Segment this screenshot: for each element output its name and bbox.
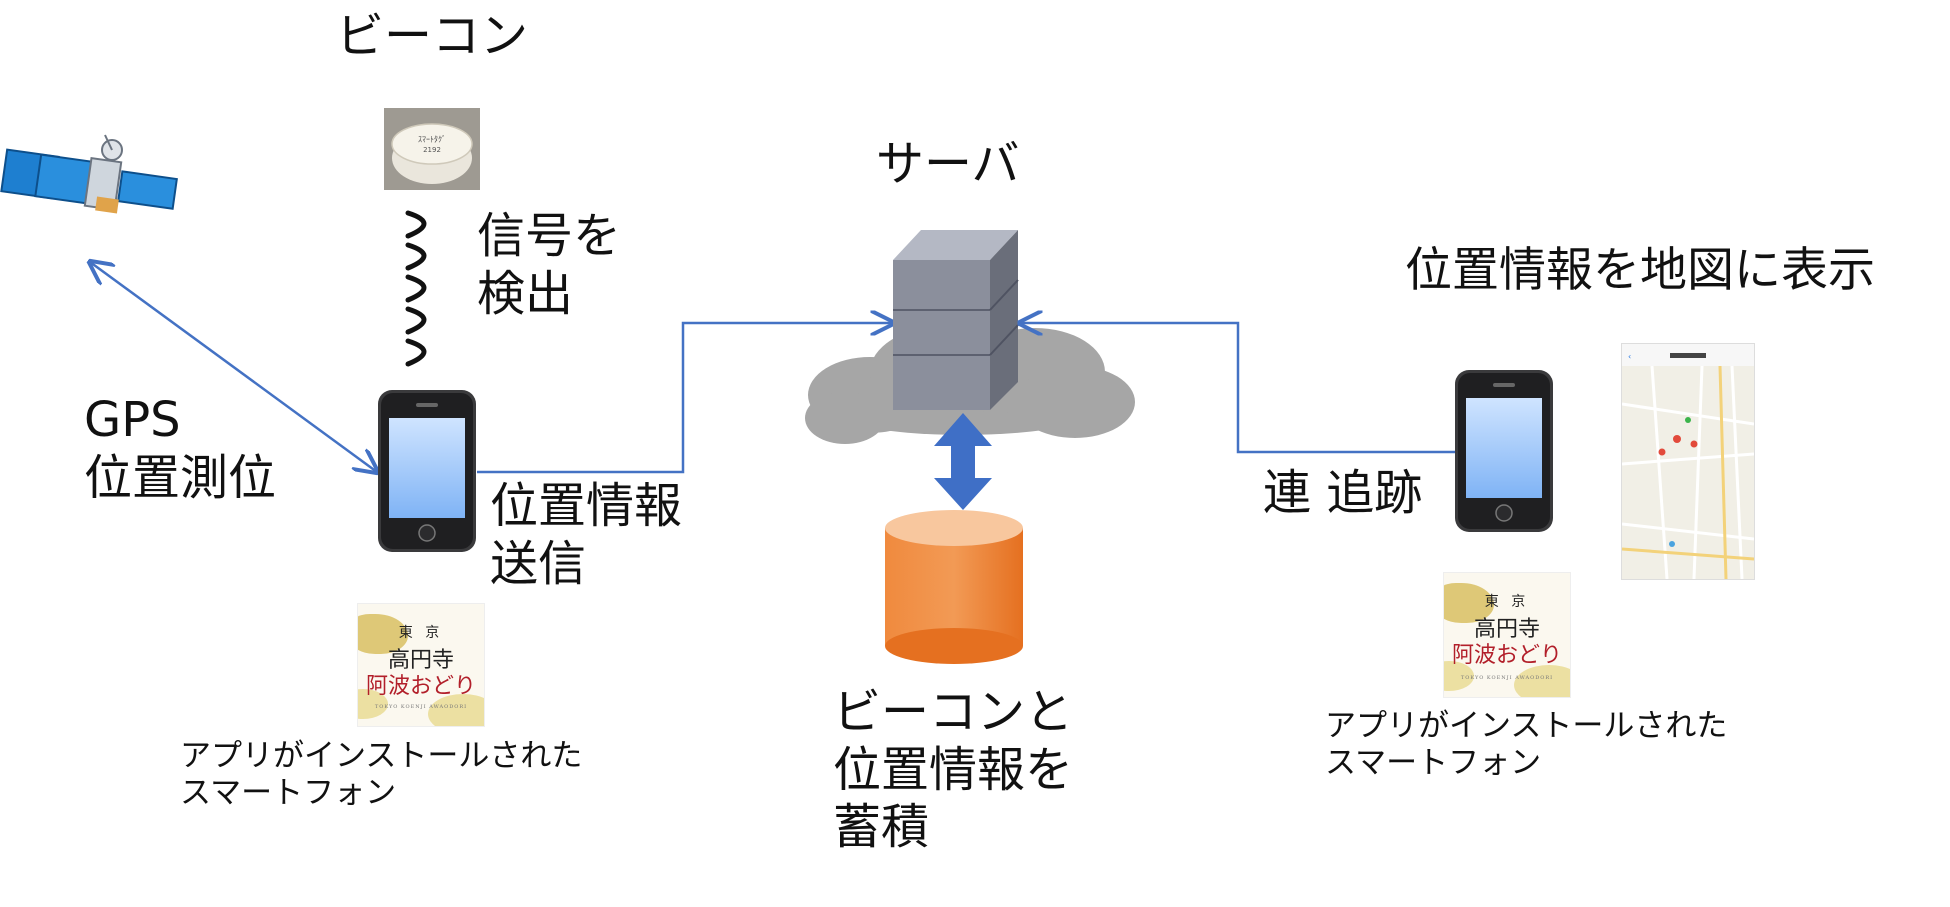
map-icon: ‹ (1622, 344, 1754, 579)
tracking-label: 連 追跡 (1263, 465, 1423, 521)
map-display-title: 位置情報を地図に表示 (1405, 243, 1875, 298)
signal-waves-icon (405, 210, 427, 367)
svg-text:ｽﾏｰﾄﾀｸﾞ: ｽﾏｰﾄﾀｸﾞ (418, 135, 446, 144)
signal-label: 信号を 検出 (477, 208, 622, 322)
svg-text:2192: 2192 (423, 146, 441, 154)
smartphone-left-icon (378, 390, 476, 552)
app-logo-right: 東 京 高円寺 阿波おどり TOKYO KOENJI AWAODORI (1443, 572, 1571, 698)
satellite-icon (0, 134, 178, 214)
app-logo-line3: 阿波おどり (365, 674, 476, 699)
tracking-connector (1020, 323, 1455, 454)
double-arrow-icon (934, 413, 992, 510)
app-logo-line1: 東 京 (398, 625, 444, 641)
database-icon (885, 510, 1023, 664)
map-screenshot: ‹ (1621, 343, 1755, 580)
app-logo-line2: 高円寺 (1473, 617, 1540, 642)
server-icon (893, 230, 1019, 410)
send-label: 位置情報 送信 (490, 478, 683, 592)
send-connector (477, 323, 893, 474)
server-title: サーバ (876, 136, 1020, 192)
beacon-title: ビーコン (336, 8, 529, 64)
storage-label: ビーコンと 位置情報を 蓄積 (833, 684, 1074, 856)
beacon-device-icon: ｽﾏｰﾄﾀｸﾞ 2192 (384, 108, 480, 190)
app-logo-line3: 阿波おどり (1451, 643, 1562, 668)
app-logo-left: 東 京 高円寺 阿波おどり TOKYO KOENJI AWAODORI (357, 603, 485, 727)
app-logo-line4: TOKYO KOENJI AWAODORI (374, 704, 468, 710)
phone-left-caption: アプリがインストールされた スマートフォン (180, 738, 583, 812)
phone-right-caption: アプリがインストールされた スマートフォン (1325, 708, 1728, 782)
app-logo-line1: 東 京 (1484, 594, 1530, 610)
svg-text:‹: ‹ (1628, 352, 1631, 361)
smartphone-right-icon (1455, 370, 1553, 532)
gps-label: GPS 位置測位 (84, 392, 277, 506)
app-logo-line4: TOKYO KOENJI AWAODORI (1460, 675, 1554, 681)
app-logo-line2: 高円寺 (387, 648, 454, 673)
gps-connector (90, 262, 377, 472)
